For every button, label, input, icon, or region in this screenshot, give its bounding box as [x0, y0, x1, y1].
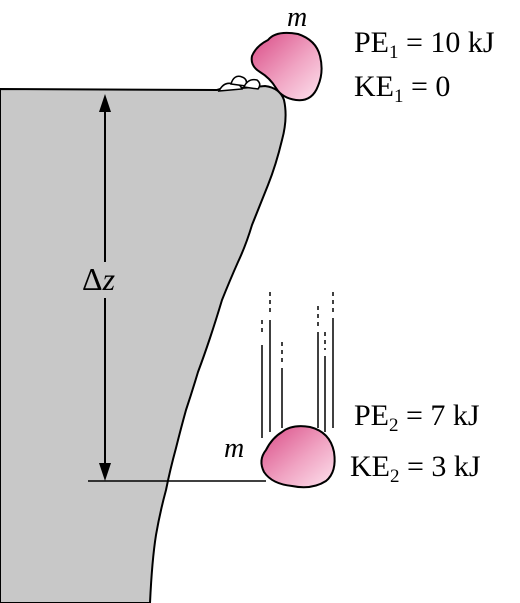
height-label: Δz: [82, 263, 115, 295]
top-mass-label: m: [287, 2, 308, 33]
ke1-value: = 0: [411, 70, 451, 103]
top-potential-energy-label: PE1 = 10 kJ: [354, 26, 495, 63]
pe2-symbol: PE: [354, 399, 390, 432]
pe2-subscript: 2: [389, 415, 399, 436]
top-rock: [250, 31, 323, 102]
pe1-symbol: PE: [354, 26, 390, 59]
motion-lines: [261, 292, 334, 438]
height-variable: z: [102, 261, 116, 297]
ke2-subscript: 2: [390, 466, 400, 487]
cliff-edge-pebbles: [217, 75, 261, 92]
bottom-rock: [260, 425, 336, 489]
pe2-value: = 7 kJ: [406, 399, 480, 432]
bottom-kinetic-energy-label: KE2 = 3 kJ: [350, 450, 481, 487]
ke2-value: = 3 kJ: [407, 450, 481, 483]
pe1-value: = 10 kJ: [406, 26, 495, 59]
top-kinetic-energy-label: KE1 = 0: [354, 70, 451, 107]
ke2-symbol: KE: [350, 450, 390, 483]
delta-symbol: Δ: [82, 261, 103, 297]
ke1-symbol: KE: [354, 70, 394, 103]
bottom-mass-label: m: [224, 433, 245, 464]
pe1-subscript: 1: [389, 42, 399, 63]
height-dimension: [88, 94, 266, 482]
bottom-potential-energy-label: PE2 = 7 kJ: [354, 399, 480, 436]
cliff: [0, 84, 287, 603]
ke1-subscript: 1: [394, 86, 404, 107]
